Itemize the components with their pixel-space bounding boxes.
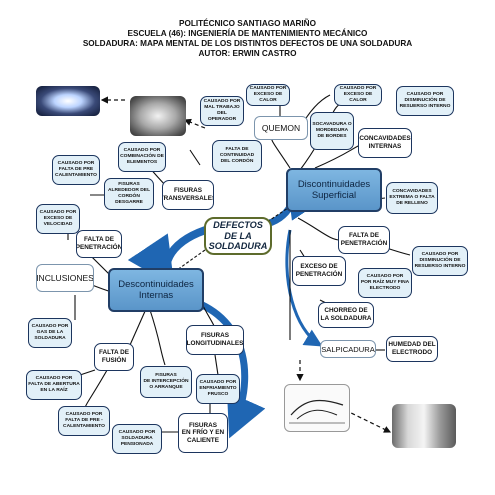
central-topic[interactable]: DEFECTOS DE LA SOLDADURA (204, 217, 272, 255)
humedad-electrodo[interactable]: HUMEDAD DEL ELECTRODO (386, 336, 438, 362)
cause-enfriamiento[interactable]: CAUSADO POR ENFRIAMIENTO FRUSCO (196, 374, 240, 404)
flow-arrow-sup (285, 229, 323, 347)
header-institution: POLITÉCNICO SANTIAGO MARIÑO (179, 19, 316, 28)
weld-photo-metal (392, 404, 456, 448)
connector-photo-top-center (183, 118, 206, 129)
connector-photo-bottom-right (344, 409, 392, 433)
salpicadura-node[interactable]: SALPICADURA (320, 340, 376, 358)
exceso-penetracion[interactable]: EXCESO DE PENETRACIÓN (292, 256, 346, 286)
cause-combinacion[interactable]: CAUSADO POR COMBINACIÓN DE ELEMENTOS (118, 142, 166, 172)
concavidades-internas[interactable]: CONCAVIDADES INTERNAS (358, 128, 412, 158)
falta-continuidad[interactable]: FALTA DE CONTINUIDAD DEL CORDÓN (212, 140, 262, 172)
cause-soldadura-pensionada[interactable]: CAUSADO POR SOLDADURA PENSIONADA (112, 424, 162, 454)
cause-raiz-fina[interactable]: CAUSADO POR POR RAÍZ MUY FINA ELECTRODO (358, 268, 412, 298)
cause-exceso-calor-1[interactable]: CAUSADO POR EXCESO DE CALOR (246, 84, 290, 106)
fisuras-longitudinales[interactable]: FISURAS LONGITUDINALES (186, 325, 244, 355)
weld-sketch (284, 384, 350, 432)
fisuras-alrededor-cordon[interactable]: FISURAS ALREDEDOR DEL CORDÓN DESGARRE (104, 178, 154, 210)
fisuras-frio-caliente[interactable]: FISURAS EN FRÍO Y EN CALIENTE (178, 413, 228, 453)
cause-falta-abertura[interactable]: CAUSADO POR FALTA DE ABERTURA EN LA RAÍZ (26, 370, 82, 400)
cause-disminucion-reserva-2[interactable]: CAUSADO POR DISMINUCIÓN DE RESUERSO INTE… (412, 246, 468, 276)
falta-penetracion-internal[interactable]: FALTA DE PENETRACIÓN (76, 230, 122, 258)
falta-fusion[interactable]: FALTA DE FUSIÓN (94, 343, 134, 371)
cause-exceso-calor-2[interactable]: CAUSADO POR EXCESO DE CALOR (334, 84, 382, 106)
weld-photo-glow (36, 86, 100, 116)
cause-pre-calentamiento[interactable]: CAUSADO POR FALTA DE PRE CALENTAMIENTO (52, 155, 100, 185)
inclusiones-node[interactable]: INCLUSIONES (36, 264, 94, 292)
fisuras-intercepcion[interactable]: FISURAS DE INTERCEPCIÓN O ARRANQUE (140, 366, 192, 398)
header-title: SOLDADURA: MAPA MENTAL DE LOS DISTINTOS … (82, 39, 413, 48)
quemon-node[interactable]: QUEMON (254, 116, 308, 140)
fisuras-transversales[interactable]: FISURAS TRANSVERSALES (162, 180, 214, 210)
cause-mal-trabajo[interactable]: CAUSADO POR MAL TRABAJO DEL OPERADOR (200, 96, 244, 126)
cause-disminucion-reserva-1[interactable]: CAUSADO POR DISMINUCIÓN DE RESUERSO INTE… (396, 86, 454, 116)
flow-arrow-down (188, 296, 266, 439)
socavadura[interactable]: SOCAVADURA O MORDEDURA DE BORDES (310, 112, 354, 150)
weld-photo-bead (130, 96, 186, 136)
cause-falta-pre-calentamiento[interactable]: CAUSADO POR FALTA DE PRE - CALENTAMIENTO (58, 406, 110, 436)
concavidad-extrema[interactable]: CONCAVIDADES EXTREMA O FALTA DE RELLENO (386, 182, 438, 214)
falta-penetracion-superficial[interactable]: FALTA DE PENETRACIÓN (338, 226, 390, 254)
header-author: AUTOR: ERWIN CASTRO (198, 49, 297, 58)
cause-exceso-velocidad[interactable]: CAUSADO POR EXCESO DE VELOCIDAD (36, 204, 80, 234)
chorreo-soldadura[interactable]: CHORREO DE LA SOLDADURA (318, 302, 374, 328)
header-school: ESCUELA (46): INGENIERÍA DE MANTENIMIENT… (127, 29, 368, 38)
internal-discontinuities[interactable]: Descontinuidades Internas (108, 268, 204, 312)
cause-gas[interactable]: CAUSADO POR GAS DE LA SOLDADURA (28, 318, 72, 348)
superficial-discontinuities[interactable]: Discontinuidades Superficial (286, 168, 382, 212)
